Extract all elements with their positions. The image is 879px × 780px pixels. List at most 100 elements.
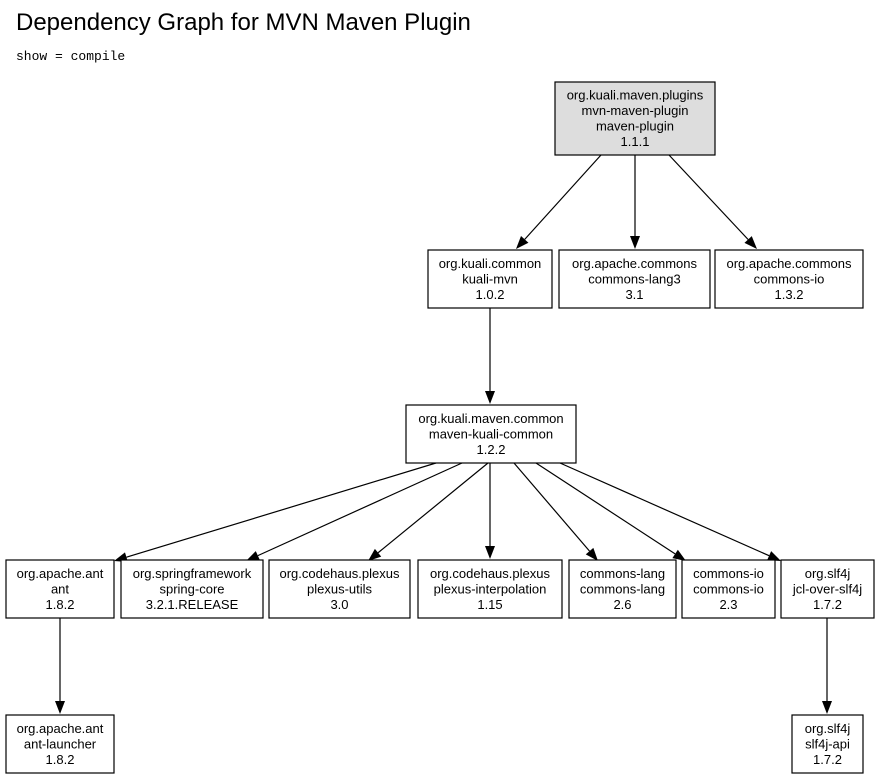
node-box [5,559,115,619]
node-group-label: org.kuali.common [439,256,542,271]
node-group-label: org.apache.commons [572,256,698,271]
node-artifact-label: mvn-maven-plugin [582,103,689,118]
node-box [780,559,875,619]
edge-maven-kuali-common-to-spring-core [246,462,463,561]
node-artifact-label: maven-kuali-common [429,426,553,441]
node-box [554,81,716,156]
arrowhead [516,236,529,249]
arrowhead [368,548,382,561]
node-version-label: 1.0.2 [476,287,505,302]
node-version-label: 3.1 [625,287,643,302]
node-box [417,559,563,619]
arrowhead [585,547,598,561]
node-group-label: org.slf4j [805,566,851,581]
edge-line [559,462,770,557]
node-group-label: org.kuali.maven.plugins [567,88,704,103]
edge-maven-kuali-common-to-plexus-interpolation [485,463,495,559]
node-version-label: 3.0 [330,597,348,612]
node-version-label: 1.8.2 [46,597,75,612]
node-box [714,249,864,309]
arrowhead [485,391,495,404]
node-version-label: 1.8.2 [46,752,75,767]
edge-maven-kuali-common-to-commons-io-23 [535,462,686,561]
node-box [405,404,577,464]
node-box [5,714,115,774]
node-artifact-label: spring-core [159,581,224,596]
node-plexus-interpolation: org.codehaus.plexusplexus-interpolation1… [417,559,563,619]
arrowhead [485,546,495,559]
edges-layer [55,154,832,714]
node-version-label: 1.7.2 [813,752,842,767]
node-version-label: 1.1.1 [621,134,650,149]
node-maven-kuali-common: org.kuali.maven.commonmaven-kuali-common… [405,404,577,464]
node-version-label: 3.2.1.RELEASE [146,597,239,612]
node-artifact-label: commons-io [693,581,764,596]
edge-mvn-maven-plugin-to-kuali-mvn [516,154,602,249]
edge-line [513,462,590,552]
node-box [681,559,776,619]
node-artifact-label: commons-lang [580,581,665,596]
edge-ant-to-ant-launcher [55,618,65,714]
node-group-label: commons-io [693,566,764,581]
arrowhead [630,236,640,249]
node-version-label: 2.3 [719,597,737,612]
node-artifact-label: ant-launcher [24,736,97,751]
node-artifact-label: kuali-mvn [462,271,518,286]
arrowhead [246,551,260,561]
edge-maven-kuali-common-to-ant [114,462,437,562]
node-group-label: org.kuali.maven.common [418,411,563,426]
node-group-label: org.springframework [133,566,252,581]
node-extra-label: maven-plugin [596,119,674,134]
page-title: Dependency Graph for MVN Maven Plugin [16,9,471,36]
edge-mvn-maven-plugin-to-commons-lang3 [630,155,640,249]
edge-line [377,462,489,554]
edge-line [668,154,749,240]
arrowhead [822,701,832,714]
node-spring-core: org.springframeworkspring-core3.2.1.RELE… [120,559,264,619]
edge-maven-kuali-common-to-plexus-utils [368,462,489,561]
node-box [120,559,264,619]
node-group-label: commons-lang [580,566,665,581]
node-version-label: 1.3.2 [775,287,804,302]
edge-line [524,154,602,240]
node-version-label: 1.2.2 [477,442,506,457]
nodes-layer: org.kuali.maven.pluginsmvn-maven-pluginm… [5,81,875,774]
node-mvn-maven-plugin: org.kuali.maven.pluginsmvn-maven-pluginm… [554,81,716,156]
arrowhead [55,701,65,714]
node-group-label: org.slf4j [805,721,851,736]
edge-mvn-maven-plugin-to-commons-io-132 [668,154,757,249]
edge-maven-kuali-common-to-jcl-over-slf4j [559,462,781,561]
edge-line [535,462,676,555]
edge-jcl-over-slf4j-to-slf4j-api [822,618,832,714]
edge-kuali-mvn-to-maven-kuali-common [485,308,495,404]
arrowhead [767,551,781,561]
node-box [558,249,711,309]
node-artifact-label: commons-lang3 [588,271,681,286]
node-artifact-label: plexus-utils [307,581,373,596]
node-group-label: org.apache.ant [17,566,104,581]
node-version-label: 1.7.2 [813,597,842,612]
node-box [791,714,864,774]
arrowhead [672,549,686,561]
node-box [568,559,677,619]
node-version-label: 2.6 [613,597,631,612]
node-version-label: 1.15 [477,597,502,612]
node-artifact-label: commons-io [754,271,825,286]
node-group-label: org.apache.commons [726,256,852,271]
node-artifact-label: slf4j-api [805,736,850,751]
node-group-label: org.codehaus.plexus [280,566,400,581]
node-artifact-label: jcl-over-slf4j [792,581,862,596]
node-artifact-label: plexus-interpolation [434,581,547,596]
edge-maven-kuali-common-to-commons-lang [513,462,598,561]
node-group-label: org.apache.ant [17,721,104,736]
